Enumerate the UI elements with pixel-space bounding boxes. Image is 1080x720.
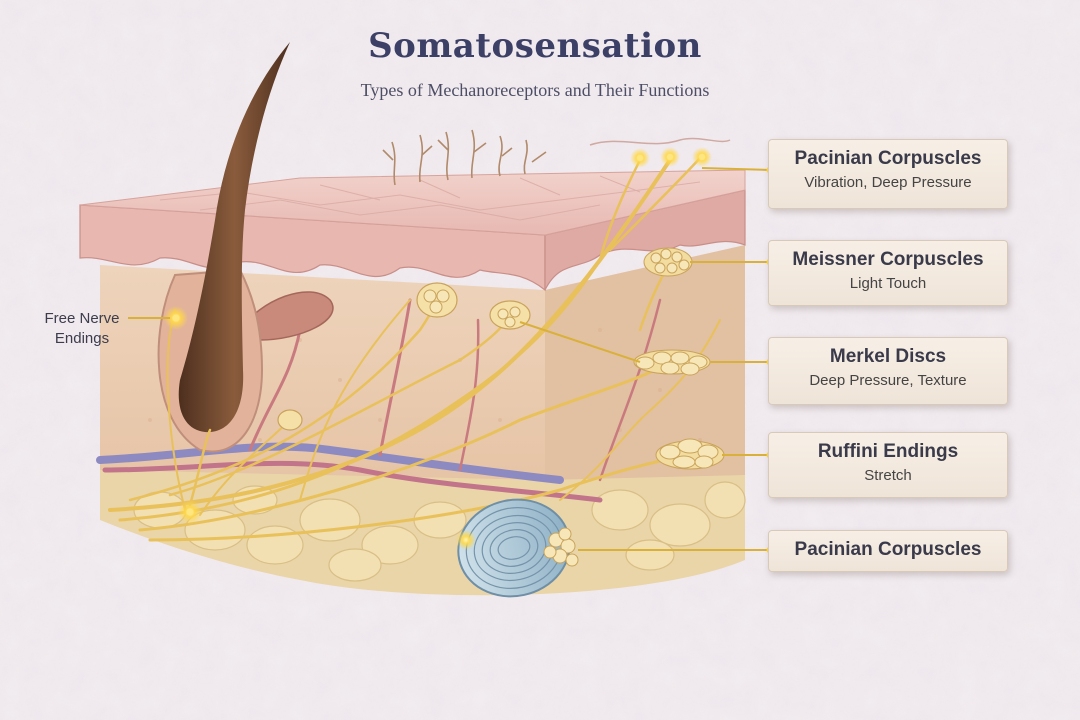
receptor-function: Stretch xyxy=(864,467,912,484)
epidermis-side xyxy=(544,189,746,291)
meissner-lobes xyxy=(423,289,521,328)
receptor-name: Ruffini Endings xyxy=(817,441,959,462)
label-ruffini-endings: Ruffini Endings Stretch xyxy=(768,432,1008,498)
receptor-name: Pacinian Corpuscles xyxy=(794,539,982,560)
merkel-disc-cluster xyxy=(633,349,711,376)
label-pacinian-corpuscles-bottom: Pacinian Corpuscles xyxy=(768,530,1008,572)
receptor-function: Light Touch xyxy=(849,275,927,292)
label-pacinian-corpuscles-top: Pacinian Corpuscles Vibration, Deep Pres… xyxy=(768,139,1008,209)
page-subtitle: Types of Mechanoreceptors and Their Func… xyxy=(360,80,710,100)
ruffini-cluster xyxy=(655,438,725,470)
epidermis-layer xyxy=(79,204,546,292)
receptor-function: Vibration, Deep Pressure xyxy=(804,174,972,191)
surface-fibers xyxy=(382,129,547,186)
surface-texture xyxy=(159,175,701,221)
blood-vessels xyxy=(96,298,662,503)
receptor-name: Merkel Discs xyxy=(829,346,947,367)
sebaceous-gland xyxy=(238,291,334,341)
receptor-name: Pacinian Corpuscles xyxy=(794,148,982,169)
fat-layer xyxy=(100,470,746,596)
label-free-nerve-endings: Free Nerve Endings xyxy=(36,309,128,349)
label-line-2: Endings xyxy=(54,330,110,347)
label-line-1: Free Nerve xyxy=(44,310,120,327)
pacinian-corpuscle xyxy=(457,498,579,598)
hair-shaft xyxy=(178,42,290,433)
leader-lines xyxy=(128,167,771,551)
surface-wave xyxy=(589,137,731,146)
receptor-name: Meissner Corpuscles xyxy=(792,249,984,270)
meissner-corpuscles-in-dermis xyxy=(277,282,531,431)
glowing-nerve-endings xyxy=(164,147,712,550)
receptor-function: Deep Pressure, Texture xyxy=(809,372,967,389)
meissner-cluster xyxy=(643,247,693,277)
label-merkel-discs: Merkel Discs Deep Pressure, Texture xyxy=(768,337,1008,405)
page-title: Somatosensation xyxy=(368,26,702,66)
label-meissner-corpuscles: Meissner Corpuscles Light Touch xyxy=(768,240,1008,306)
